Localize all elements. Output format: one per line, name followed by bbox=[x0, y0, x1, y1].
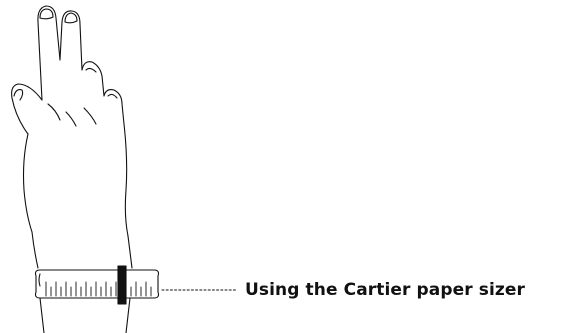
sizer-marker bbox=[117, 265, 127, 305]
paper-sizer-band bbox=[34, 265, 237, 305]
caption-text: Using the Cartier paper sizer bbox=[245, 280, 526, 300]
hand-illustration bbox=[11, 5, 133, 333]
sizer-ticks bbox=[45, 281, 152, 297]
